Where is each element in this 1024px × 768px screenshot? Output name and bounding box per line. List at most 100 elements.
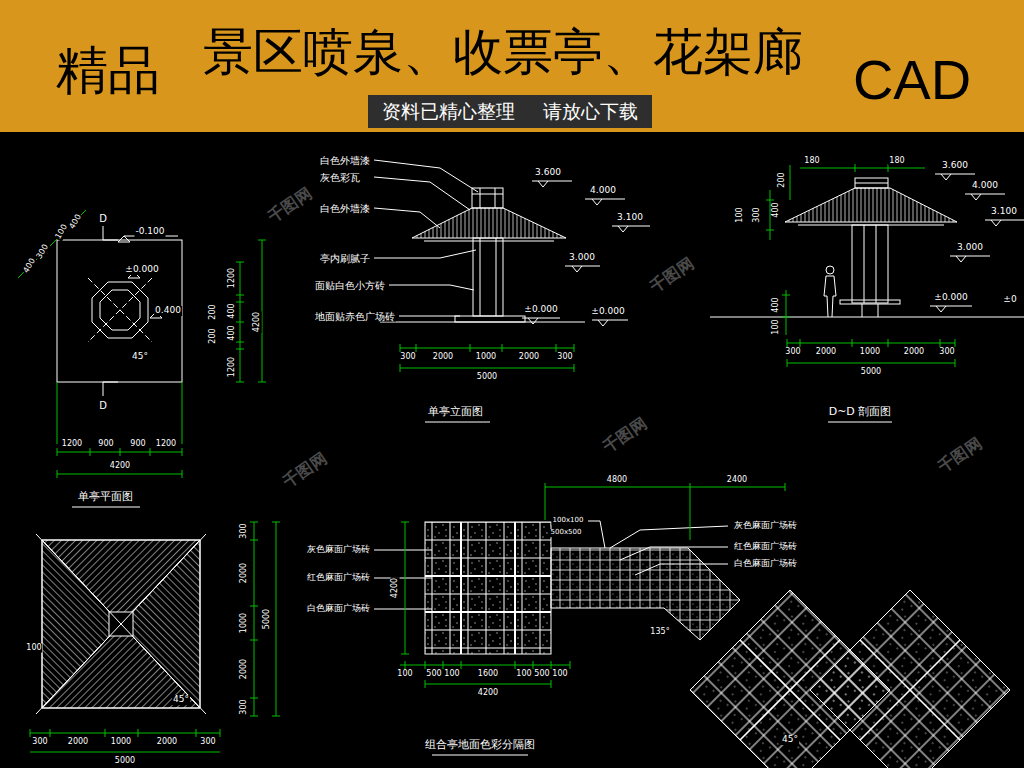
dimension-lines-part <box>405 661 406 669</box>
title-text: 景区喷泉、收票亭、花架廊 <box>203 27 803 77</box>
pavilion-plan-part <box>88 278 152 342</box>
dimension-value: 200 <box>778 171 787 188</box>
dimension-lines-part <box>57 382 58 444</box>
dimension-lines-part <box>400 368 574 369</box>
dimension-value: 5000 <box>860 368 882 377</box>
pavilion-section-part <box>785 188 957 222</box>
pavilion-elevation-part <box>532 181 572 187</box>
callout-leaders-part <box>374 177 470 210</box>
dimension-value: 5000 <box>476 373 498 382</box>
dimension-lines-part <box>425 680 426 688</box>
dimension-value: 400 <box>772 296 781 313</box>
dimension-value: 2000 <box>903 348 925 357</box>
pavilion-plan-part <box>57 240 182 382</box>
dimension-lines-part <box>787 343 955 344</box>
dimension-lines-part <box>276 522 277 716</box>
pavilion-section-part <box>950 256 990 262</box>
annotation: ±0.000 <box>523 305 558 315</box>
dimension-value: 100 <box>772 318 781 335</box>
pavilion-plan-part <box>88 278 152 342</box>
dimension-lines-part <box>556 344 557 352</box>
title-underline <box>828 422 892 423</box>
dimension-lines-part <box>570 661 571 669</box>
dimension-lines-part <box>272 522 280 523</box>
roof-plan-part <box>36 534 206 714</box>
annotation: 白色麻面广场砖 <box>733 559 798 569</box>
pavilion-elevation-part <box>473 238 503 316</box>
pavilion-elevation-part <box>585 199 625 205</box>
annotation: 3.600 <box>534 168 562 178</box>
dimension-value: 100 <box>25 644 42 653</box>
dimension-lines-part <box>236 322 244 323</box>
dimension-lines-part <box>236 302 244 303</box>
dimension-value: 2400 <box>726 476 748 485</box>
dimension-lines-part <box>400 344 401 352</box>
dimension-value: 500 <box>425 670 442 679</box>
dimension-lines-part <box>400 364 401 372</box>
pavilion-section-part <box>965 194 1005 200</box>
dimension-value: 5000 <box>263 608 272 630</box>
dimension-value: 900 <box>97 440 114 449</box>
pavilion-section-part <box>840 300 900 304</box>
dimension-lines-part <box>766 230 774 231</box>
drawing-title: D~D 剖面图 <box>828 406 893 418</box>
annotation: 灰色麻面广场砖 <box>306 545 371 555</box>
dimension-lines-part <box>50 729 51 737</box>
title-banner: 精品景区喷泉、收票亭、花架廊CAD资料已精心整理请放心下载 <box>0 0 1024 134</box>
section-marker: D <box>98 400 108 411</box>
annotation: ±0.000 <box>590 307 625 317</box>
annotation: 白色麻面广场砖 <box>306 604 371 614</box>
annotation: 面贴白色小方砖 <box>314 280 386 291</box>
dimension-value: 300 <box>35 242 51 261</box>
pavilion-plan-part <box>103 382 104 396</box>
floor-color-plan-part <box>860 640 960 740</box>
dimension-lines-part <box>236 349 244 350</box>
pavilion-elevation-part <box>472 194 503 195</box>
floor-color-plan-part <box>810 590 1010 768</box>
pavilion-section-part <box>852 225 888 303</box>
annotation: ±0.000 <box>933 293 968 303</box>
dimension-lines-part <box>461 661 462 669</box>
dimension-value: 400 <box>228 324 237 341</box>
dimension-lines-part <box>955 359 956 367</box>
dimension-lines <box>400 483 785 688</box>
dimension-lines-part <box>787 363 955 364</box>
dimension-lines-part <box>425 661 426 669</box>
dimension-value: 180 <box>888 157 905 166</box>
dimension-lines-part <box>405 522 406 654</box>
title-text: 精品 <box>56 44 160 96</box>
dimension-lines <box>400 344 574 372</box>
dimension-value: 100 <box>736 206 745 223</box>
dimension-value: 4200 <box>391 577 400 599</box>
dimension-lines-part <box>258 240 266 241</box>
pavilion-elevation-part <box>522 318 560 324</box>
dimension-value: 300 <box>556 353 573 362</box>
pavilion-elevation-part <box>496 238 497 316</box>
pavilion-plan-part <box>103 382 118 383</box>
annotation: 3.100 <box>990 207 1018 217</box>
floor-color-plan-part <box>425 522 551 654</box>
callout-leaders-part <box>374 208 440 228</box>
dimension-value: 900 <box>129 440 146 449</box>
dimension-lines-part <box>955 339 956 347</box>
dimension-lines-part <box>800 168 925 169</box>
pavilion-section-part <box>826 266 834 274</box>
dimension-value: 1200 <box>155 440 177 449</box>
dimension-value: 500x500 <box>550 529 583 537</box>
leader-lines-part <box>610 526 728 548</box>
dimension-lines-part <box>400 348 574 349</box>
pavilion-elevation-part <box>412 208 566 238</box>
leader-lines-part <box>620 547 728 560</box>
dimension-value: 300 <box>753 206 762 223</box>
dimension-value: 300 <box>784 348 801 357</box>
dimension-value: 300 <box>399 353 416 362</box>
pavilion-section-part <box>855 183 888 184</box>
annotation: 3.600 <box>941 161 969 171</box>
dimension-value: 400 <box>68 212 84 231</box>
watermark: 千图网 <box>599 413 650 456</box>
dimension-value: 2000 <box>156 738 178 747</box>
dimension-lines-part <box>770 190 771 240</box>
title-underline <box>432 755 528 756</box>
pavilion-elevation-part <box>612 226 650 232</box>
subtitle-text: 请放心下载 <box>543 100 638 123</box>
